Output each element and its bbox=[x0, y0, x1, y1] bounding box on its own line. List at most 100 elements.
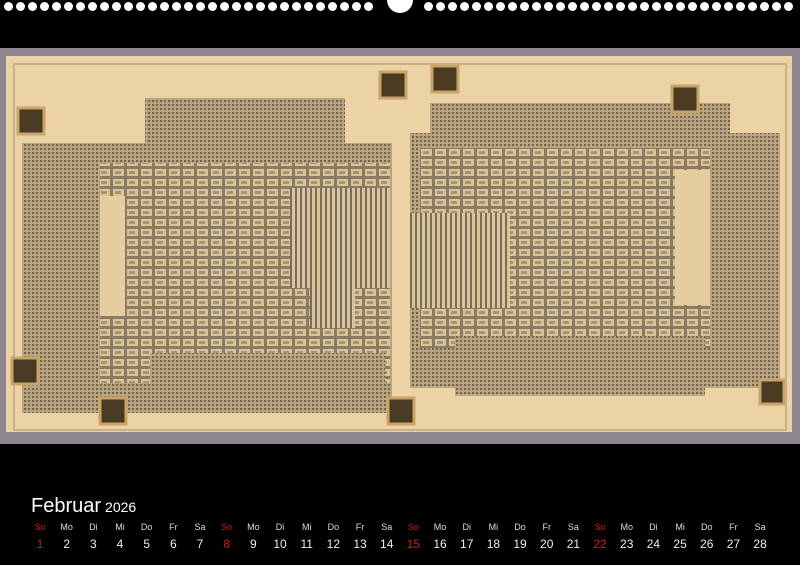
weekday-label: Mi bbox=[115, 522, 125, 532]
day-number: 8 bbox=[223, 537, 231, 551]
weekday-label: Fr bbox=[542, 522, 551, 532]
hanger-cutout bbox=[387, 0, 413, 13]
binding-hole bbox=[628, 2, 637, 11]
binding-hole bbox=[688, 2, 697, 11]
binding-hole bbox=[472, 2, 481, 11]
day-number: 18 bbox=[486, 537, 501, 551]
day-number: 17 bbox=[460, 537, 474, 551]
weekday-label: Do bbox=[514, 522, 526, 532]
weekday-label: Do bbox=[700, 522, 713, 532]
binding-hole bbox=[100, 2, 109, 11]
day-number: 11 bbox=[300, 537, 313, 551]
day-number: 15 bbox=[406, 537, 421, 551]
binding-hole bbox=[460, 2, 469, 11]
binding-hole bbox=[112, 2, 121, 11]
binding-hole bbox=[784, 2, 793, 11]
binding-hole bbox=[520, 2, 529, 11]
binding-hole bbox=[484, 2, 493, 11]
binding-hole bbox=[52, 2, 61, 11]
weekday-label: Do bbox=[140, 522, 153, 532]
weekday-label: So bbox=[34, 522, 46, 532]
binding-hole bbox=[40, 2, 49, 11]
weekday-label: Di bbox=[649, 522, 658, 532]
binding-hole bbox=[748, 2, 757, 11]
binding-hole bbox=[328, 2, 337, 11]
day-number: 25 bbox=[673, 537, 687, 551]
binding-hole bbox=[700, 2, 709, 11]
binding-hole bbox=[424, 2, 433, 11]
day-number: 2 bbox=[63, 537, 70, 551]
binding-hole bbox=[244, 2, 253, 11]
binding-hole bbox=[676, 2, 685, 11]
binding-hole bbox=[232, 2, 241, 11]
weekday-label: Mo bbox=[433, 522, 447, 532]
day-number: 23 bbox=[620, 537, 634, 551]
binding-hole bbox=[640, 2, 649, 11]
binding-hole bbox=[172, 2, 181, 11]
binding-hole bbox=[184, 2, 193, 11]
weekday-label: So bbox=[407, 522, 419, 532]
weekday-label: Sa bbox=[754, 522, 766, 532]
chip-die-photo bbox=[0, 48, 800, 444]
day-number: 5 bbox=[143, 537, 151, 551]
day-number: 28 bbox=[753, 537, 767, 551]
weekday-label: Di bbox=[89, 522, 98, 532]
binding-hole bbox=[436, 2, 445, 11]
weekday-label: Fr bbox=[729, 522, 738, 532]
month-name: Februar bbox=[31, 495, 102, 517]
binding-hole bbox=[448, 2, 457, 11]
binding-hole bbox=[256, 2, 265, 11]
day-number: 1 bbox=[36, 537, 44, 551]
binding-hole bbox=[160, 2, 169, 11]
binding-hole bbox=[556, 2, 565, 11]
binding-hole bbox=[508, 2, 517, 11]
binding-hole bbox=[604, 2, 613, 11]
day-number: 26 bbox=[700, 537, 714, 551]
weekday-label: Sa bbox=[194, 522, 206, 532]
weekday-label: Mo bbox=[620, 522, 633, 532]
binding-hole bbox=[64, 2, 73, 11]
binding-hole bbox=[760, 2, 769, 11]
day-number: 13 bbox=[353, 537, 367, 551]
binding-holes bbox=[0, 0, 800, 14]
binding-hole bbox=[28, 2, 37, 11]
day-number: 20 bbox=[540, 537, 554, 551]
day-number: 12 bbox=[326, 537, 341, 551]
weekday-label: So bbox=[594, 522, 606, 532]
binding-hole bbox=[88, 2, 97, 11]
binding-hole bbox=[736, 2, 745, 11]
binding-hole bbox=[220, 2, 229, 11]
weekday-label: So bbox=[221, 522, 233, 532]
binding-hole bbox=[364, 2, 373, 11]
weekday-label: Sa bbox=[567, 522, 579, 532]
binding-hole bbox=[652, 2, 661, 11]
weekday-label: Mi bbox=[488, 522, 499, 532]
binding-hole bbox=[196, 2, 205, 11]
binding-hole bbox=[16, 2, 25, 11]
weekday-label: Mo bbox=[60, 522, 73, 532]
day-number: 3 bbox=[89, 537, 97, 551]
day-number: 22 bbox=[593, 537, 607, 551]
day-number: 6 bbox=[170, 537, 177, 551]
binding-hole bbox=[712, 2, 721, 11]
binding-hole bbox=[148, 2, 157, 11]
binding-hole bbox=[568, 2, 577, 11]
binding-hole bbox=[340, 2, 349, 11]
binding-hole bbox=[580, 2, 589, 11]
binding-hole bbox=[316, 2, 325, 11]
binding-hole bbox=[124, 2, 133, 11]
day-number: 7 bbox=[196, 537, 204, 551]
day-number: 4 bbox=[116, 537, 124, 551]
binding-hole bbox=[772, 2, 781, 11]
binding-hole bbox=[724, 2, 733, 11]
weekday-label: Mi bbox=[301, 522, 312, 532]
weekday-label: Fr bbox=[169, 522, 178, 532]
binding-hole bbox=[268, 2, 277, 11]
binding-hole bbox=[280, 2, 289, 11]
binding-hole bbox=[208, 2, 217, 11]
weekday-label: Mi bbox=[675, 522, 685, 532]
binding-hole bbox=[616, 2, 625, 11]
day-number: 21 bbox=[566, 537, 581, 551]
